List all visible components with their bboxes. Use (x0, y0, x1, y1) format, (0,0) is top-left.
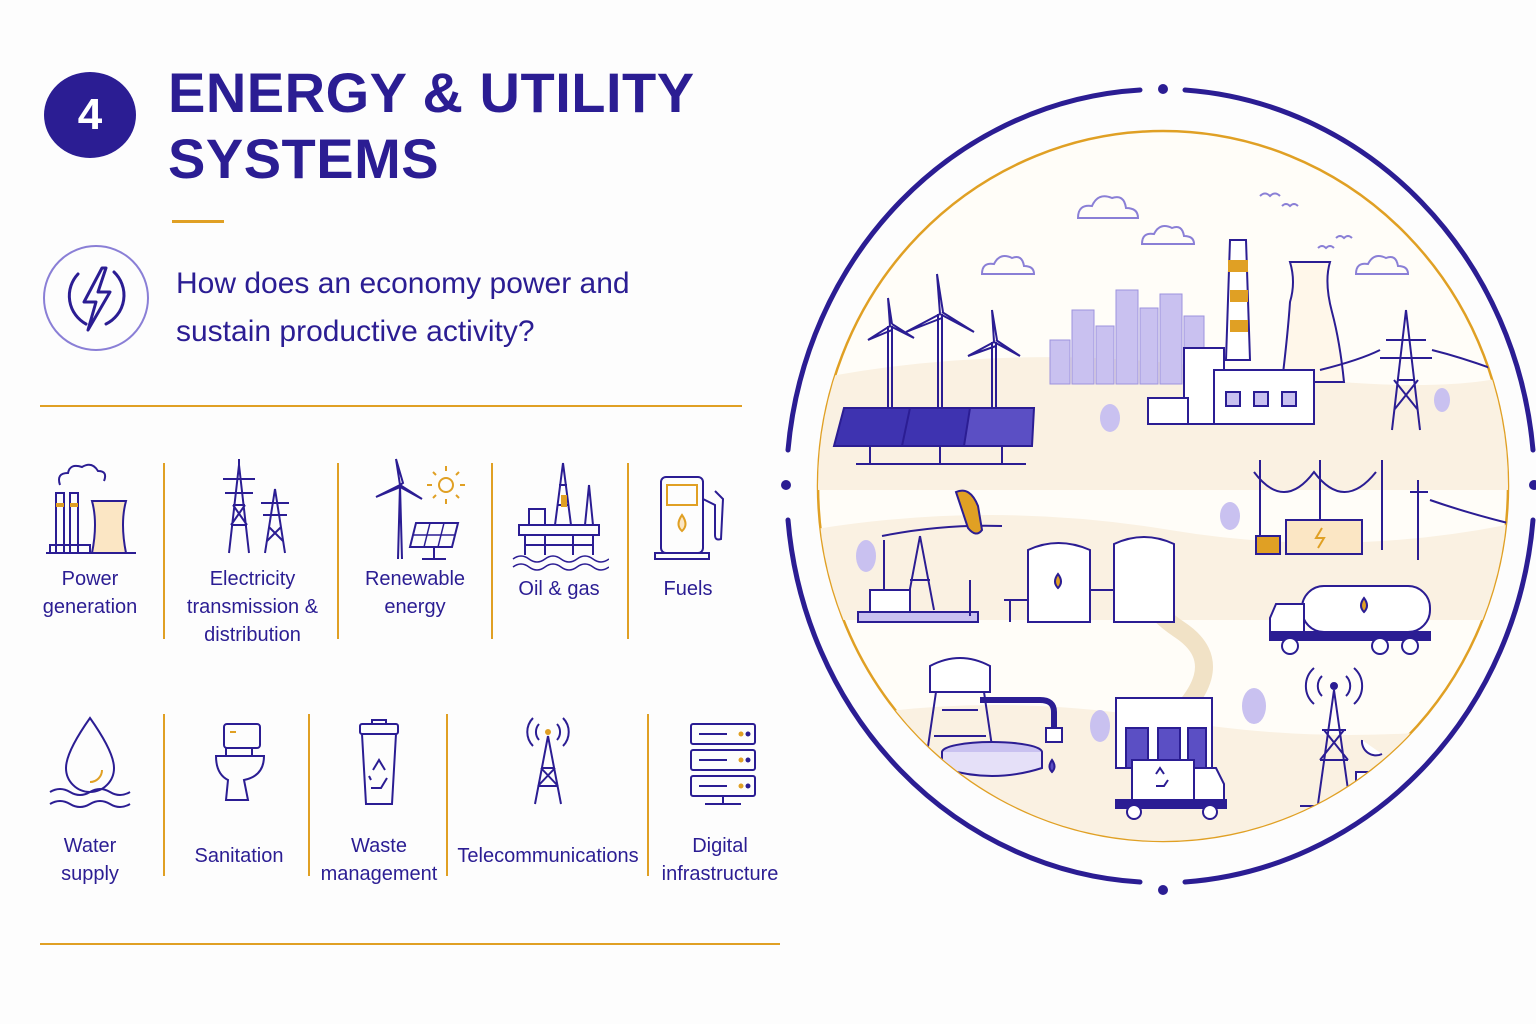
category-water-supply: Water supply (30, 708, 150, 888)
category-label: Digital infrastructure (661, 835, 779, 885)
ring-dot-left (781, 480, 791, 490)
title-underline (172, 220, 224, 223)
transmission-tower-icon (222, 459, 289, 554)
column-divider (337, 463, 339, 639)
title-line-2: SYSTEMS (168, 127, 440, 190)
column-divider (163, 714, 165, 876)
category-digital-infrastructure: Digital infrastructure (656, 708, 784, 888)
column-divider (647, 714, 649, 876)
section-number-badge: 4 (44, 72, 136, 158)
category-fuels: Fuels (636, 455, 740, 603)
category-sanitation: Sanitation (180, 708, 298, 870)
divider-top (40, 405, 742, 407)
power-plant-icon (46, 463, 136, 554)
page-title: ENERGY & UTILITY SYSTEMS (168, 60, 728, 192)
category-waste-management: Waste management (318, 708, 440, 888)
category-renewable-energy: Renewable energy (350, 455, 480, 621)
water-drop-icon (49, 716, 131, 808)
oil-rig-icon (512, 462, 609, 571)
antenna-tower-icon (526, 717, 570, 805)
category-label: Water supply (61, 835, 119, 885)
category-label: Oil & gas (518, 578, 600, 600)
category-power-generation: Power generation (30, 455, 150, 621)
column-divider (446, 714, 448, 876)
column-divider (163, 463, 165, 639)
category-label: Waste management (320, 835, 438, 885)
category-electricity-transmission: Electricity transmission & distribution (180, 455, 325, 649)
category-telecommunications: Telecommunications (456, 708, 640, 870)
category-label: Telecommunications (457, 845, 639, 867)
category-oil-gas: Oil & gas (500, 455, 618, 603)
column-divider (308, 714, 310, 876)
column-divider (491, 463, 493, 639)
recycle-bin-icon (359, 719, 399, 805)
server-rack-icon (690, 723, 756, 805)
fuel-pump-icon (654, 476, 725, 560)
category-label: Sanitation (194, 845, 284, 867)
category-label: Renewable energy (364, 568, 466, 618)
column-divider (627, 463, 629, 639)
guiding-question: How does an economy power and sustain pr… (176, 267, 630, 348)
category-label: Fuels (663, 578, 713, 600)
divider-bottom (40, 943, 780, 945)
wind-solar-icon (375, 458, 465, 560)
utility-landscape-illustration (781, 84, 1536, 895)
category-label: Electricity transmission & distribution (186, 568, 319, 646)
ring-dot-bottom (1158, 885, 1168, 895)
title-line-1: ENERGY & UTILITY (168, 61, 695, 124)
ring-dot-top (1158, 84, 1168, 94)
ring-dot-right (1529, 480, 1536, 490)
lightning-icon (43, 245, 149, 351)
category-label: Power generation (42, 568, 138, 618)
toilet-icon (214, 723, 266, 801)
outer-ring (785, 87, 1536, 885)
